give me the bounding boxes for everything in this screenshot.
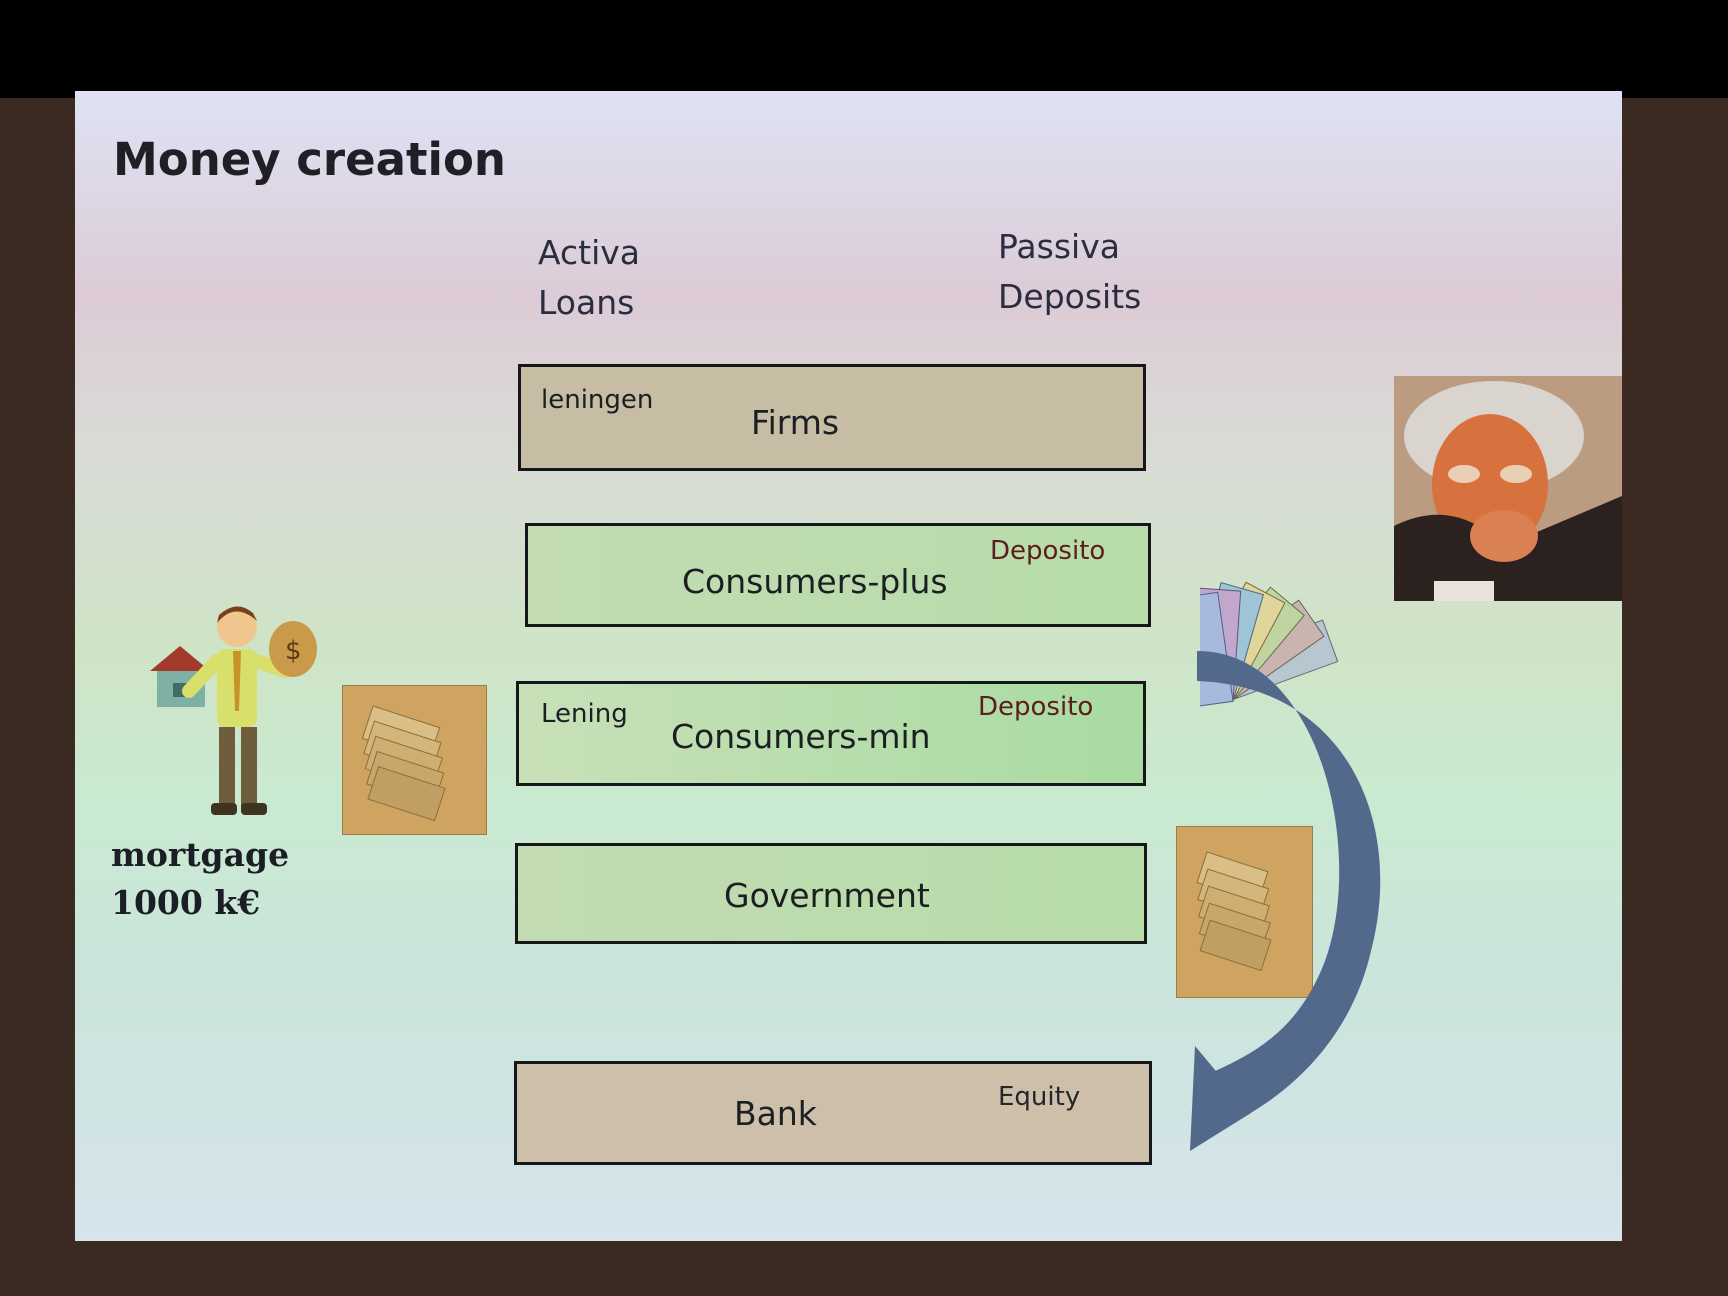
- firms-left-tag: leningen: [541, 385, 654, 415]
- consumers-min-label: Consumers-min: [671, 717, 931, 756]
- mortgage-text: mortgage 1000 k€: [111, 831, 289, 927]
- passiva-deposits-label: Passiva Deposits: [998, 222, 1141, 322]
- firms-box: leningen Firms: [518, 364, 1146, 471]
- banknote-stack-icon: [1196, 851, 1272, 972]
- consumers-plus-box: Deposito Consumers-plus: [525, 523, 1151, 627]
- government-label: Government: [724, 876, 930, 915]
- projector-top-band: [0, 0, 1728, 98]
- activa-loans-label: Activa Loans: [538, 228, 640, 328]
- svg-text:$: $: [285, 636, 302, 666]
- mortgage-line1: mortgage: [111, 835, 290, 874]
- activa-label: Activa: [538, 233, 640, 272]
- government-box: Government: [515, 843, 1147, 944]
- businessman-with-house-and-money-bag-icon: $: [150, 606, 317, 815]
- slide-title: Money creation: [113, 133, 506, 186]
- consumers-min-box: Lening Deposito Consumers-min: [516, 681, 1146, 786]
- mortgage-line2: 1000 k€: [111, 883, 261, 922]
- slide: Money creation Activa Loans Passiva Depo…: [75, 91, 1622, 1241]
- consumers-min-left-tag: Lening: [541, 699, 628, 729]
- consumers-min-right-tag: Deposito: [978, 692, 1094, 722]
- curved-arrow-icon: [1190, 651, 1381, 1151]
- banknote-stack-image-right: [1176, 826, 1313, 998]
- consumers-plus-label: Consumers-plus: [682, 562, 948, 601]
- bank-label: Bank: [734, 1094, 817, 1133]
- elderly-person-portrait-icon: [1394, 376, 1622, 601]
- passiva-label: Passiva: [998, 227, 1120, 266]
- consumers-plus-right-tag: Deposito: [990, 536, 1106, 566]
- deposits-label: Deposits: [998, 277, 1142, 316]
- banknote-stack-icon: [361, 705, 446, 822]
- firms-label: Firms: [751, 403, 840, 442]
- banknote-stack-image-left: [342, 685, 487, 835]
- bank-right-tag: Equity: [998, 1082, 1081, 1112]
- loans-label: Loans: [538, 283, 635, 322]
- bank-box: Bank Equity: [514, 1061, 1152, 1165]
